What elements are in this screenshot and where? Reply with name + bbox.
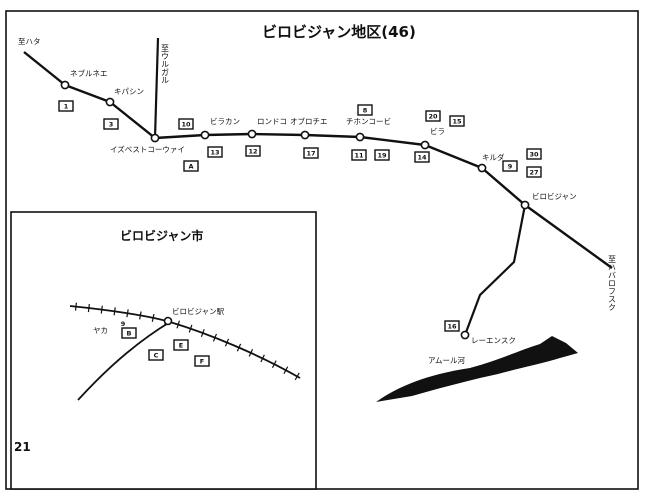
station-lenin: レーエンスク 16 (444, 320, 516, 345)
site-badge: 8 (357, 104, 373, 116)
svg-text:3: 3 (109, 121, 114, 129)
station-marker (460, 330, 470, 340)
station-bira: ビラ 20 15 14 (414, 110, 465, 163)
station-label: オブロチエ (290, 116, 328, 126)
east-destination-label: 至ハバロフスク (608, 255, 617, 311)
page-number: 21 (14, 440, 31, 454)
svg-text:16: 16 (447, 323, 457, 331)
station-marker (105, 97, 115, 107)
site-badge: 20 (425, 110, 441, 122)
station-marker (200, 130, 210, 140)
site-badge: A (183, 160, 199, 172)
svg-text:15: 15 (452, 118, 462, 126)
station-marker (420, 140, 430, 150)
branch-rail-line (463, 204, 527, 336)
svg-text:9: 9 (121, 320, 126, 328)
station-label: ビロビジャン (532, 192, 577, 201)
site-badge: 30 (526, 148, 542, 160)
station-label: ビラカン (210, 117, 240, 126)
station-marker (520, 200, 530, 210)
inset-station-label: ビロビジャン駅 (172, 307, 225, 316)
site-badge: 13 (207, 146, 223, 158)
station-label: キパシン (114, 87, 144, 96)
svg-text:E: E (179, 342, 183, 350)
site-badge: 12 (245, 145, 261, 157)
station-kinashi: キパシン 3 (103, 87, 144, 130)
river-label: アムール河 (428, 356, 465, 365)
svg-text:13: 13 (210, 149, 219, 157)
site-badge: 14 (414, 151, 430, 163)
svg-text:B: B (127, 330, 132, 338)
inset-west-label: ヤカ (93, 326, 108, 335)
station-label: レーエンスク (471, 336, 516, 345)
inset-title: ビロビジャン市 (120, 228, 203, 243)
station-marker (247, 129, 257, 139)
site-badge: 27 (526, 166, 542, 178)
station-label: キルダ (482, 152, 505, 162)
svg-text:14: 14 (417, 154, 427, 162)
station-marker (300, 130, 310, 140)
site-badge: 15 (449, 115, 465, 127)
svg-text:30: 30 (529, 151, 539, 159)
svg-text:12: 12 (248, 148, 257, 156)
station-label: ロンドコ (257, 117, 287, 126)
site-badge: 16 (444, 320, 460, 332)
inset-badge: E (173, 339, 189, 351)
site-badge: 17 (303, 147, 319, 159)
svg-text:10: 10 (181, 121, 191, 129)
station-label: ネブルネエ (70, 68, 108, 78)
svg-text:A: A (188, 163, 193, 171)
site-badge: 11 (351, 149, 367, 161)
station-marker (60, 80, 70, 90)
station-label: ビラ (430, 127, 445, 136)
inset-station-marker (163, 316, 173, 326)
station-label: イズベストコーウァイ (110, 144, 185, 154)
station-marker (477, 163, 487, 173)
svg-text:20: 20 (428, 113, 438, 121)
svg-text:27: 27 (529, 169, 538, 177)
svg-text:F: F (200, 358, 204, 366)
svg-text:9: 9 (508, 163, 513, 171)
svg-text:C: C (154, 352, 159, 360)
site-badge: 19 (374, 149, 390, 161)
inset-rail-ticks (74, 302, 300, 381)
station-tihon: チホンコービ 8 11 19 (346, 104, 391, 161)
station-birobidzhan: ビロビジャン (520, 192, 577, 210)
site-badge: 1 (58, 100, 74, 112)
north-destination-label: 至ウルガル (161, 44, 170, 84)
station-birakan: ビラカン (200, 117, 240, 140)
amur-river (376, 336, 578, 402)
site-badge: 10 (178, 118, 194, 130)
site-badge: 9 (502, 160, 518, 172)
station-marker (150, 133, 160, 143)
inset-badge: C (148, 349, 164, 361)
inset-badge: 9 (121, 320, 126, 328)
inset-branch-line (77, 321, 171, 401)
station-label: チホンコービ (346, 117, 391, 126)
svg-text:至ハバロフスク: 至ハバロフスク (608, 255, 617, 311)
station-marker (355, 132, 365, 142)
svg-text:1: 1 (64, 103, 69, 111)
svg-text:8: 8 (363, 107, 368, 115)
station-izu: イズベストコーウァイ 10 13A (110, 118, 223, 172)
main-rail-line (23, 51, 613, 269)
inset-badge: F (194, 355, 210, 367)
site-badge: 3 (103, 118, 119, 130)
north-rail-line (153, 37, 160, 139)
stations-layer: ネブルネエ 1 キパシン 3 イズベストコーウァイ 10 13A ビラカン ロンドコ 12 オブロチ… (58, 68, 577, 345)
svg-text:至ウルガル: 至ウルガル (161, 44, 170, 84)
station-londoko: ロンドコ 12 (245, 117, 287, 157)
svg-text:19: 19 (377, 152, 387, 160)
inset-badges: 9B C E F (121, 320, 210, 367)
svg-text:11: 11 (354, 152, 364, 160)
station-mochi: ネブルネエ 1 (58, 68, 108, 112)
inset-badge: B (121, 327, 137, 339)
svg-text:17: 17 (306, 150, 315, 158)
station-obluch: オブロチエ 17 (290, 116, 328, 159)
map-title: ビロビジャン地区(46) (262, 23, 416, 41)
west-destination-label: 至ハタ (18, 37, 41, 46)
